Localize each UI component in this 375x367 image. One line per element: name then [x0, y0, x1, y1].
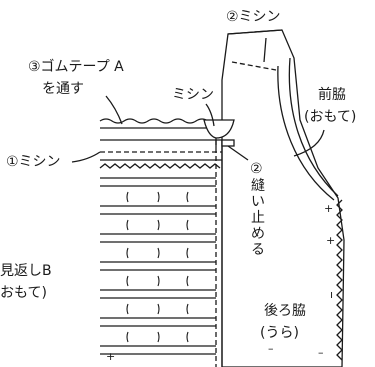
label-stitch-top: ②ミシン: [226, 9, 281, 25]
leader-stitch-mid: [205, 103, 215, 127]
leader-stop-sewing: [227, 145, 249, 161]
mark-tick-1: ı: [330, 288, 333, 301]
label-front-side: 前脇: [318, 87, 346, 103]
label-back-side-sub: (うら): [260, 325, 299, 341]
pinked-edge: [336, 199, 343, 361]
mark-plus-3: +: [106, 350, 115, 363]
label-elastic-tape: ③ゴムテープ A: [28, 59, 124, 75]
label-stop-sewing-num: ②: [250, 161, 263, 177]
front-side-curve-inner: [277, 65, 335, 201]
front-side-curve-outer: [288, 57, 339, 197]
mark-plus-1: +: [324, 202, 333, 215]
label-back-side: 後ろ脇: [264, 303, 306, 319]
mark-minus-1: –: [318, 346, 324, 359]
label-stop-sewing: 縫い止める: [251, 178, 265, 258]
presser-foot: [203, 119, 235, 139]
mark-plus-2: +: [326, 234, 335, 247]
needle-clamp: [221, 139, 235, 147]
label-elastic-tape-sub: を通す: [42, 81, 84, 97]
pinked-seam: [99, 163, 221, 169]
elastic-wave: [99, 118, 221, 124]
gather-ticks: [126, 191, 189, 343]
label-facing-sub: おもて): [0, 285, 47, 301]
label-stitch-mid: ミシン: [172, 87, 214, 103]
facing-gathers: [100, 177, 216, 355]
label-facing: 見返しB: [0, 263, 52, 279]
leader-stitch-top: [263, 37, 267, 63]
leader-elastic: [105, 95, 123, 125]
label-stitch-one: ①ミシン: [6, 154, 61, 170]
label-front-side-sub: (おもて): [304, 109, 357, 125]
top-binding: [227, 29, 283, 35]
mark-minus-2: –: [268, 342, 274, 355]
leader-front-side: [293, 129, 325, 157]
leader-stitch-one: [71, 151, 101, 163]
